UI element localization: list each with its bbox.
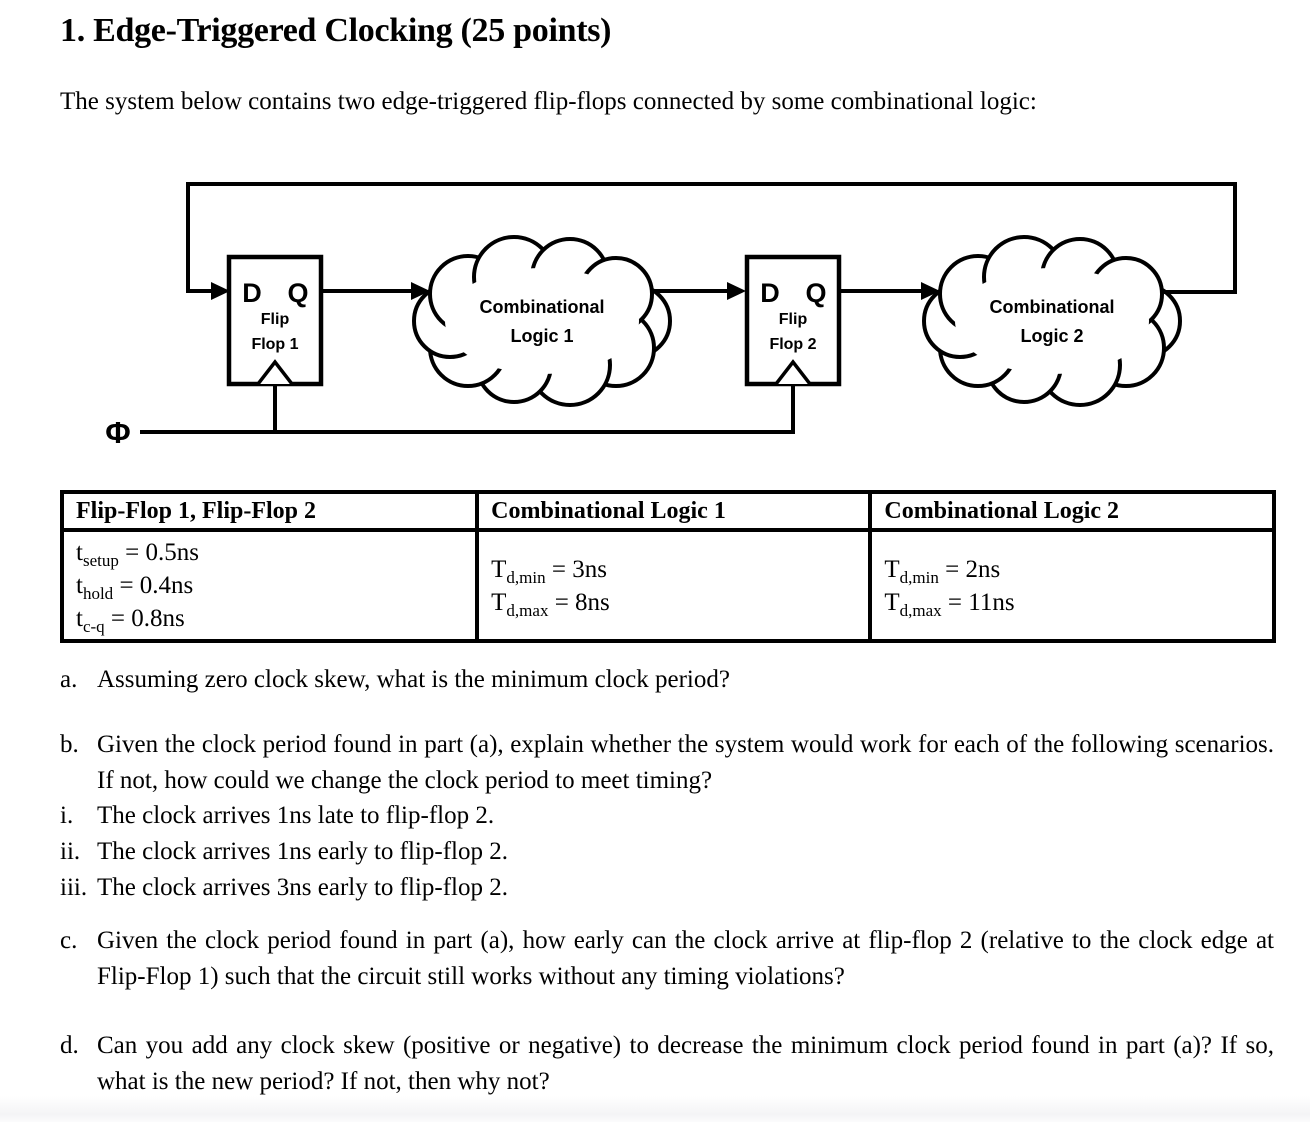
page-title: 1. Edge-Triggered Clocking (25 points) — [60, 12, 612, 49]
cloud1-label-line1: Combinational — [480, 297, 605, 317]
ff1-name-line2: Flop 1 — [251, 336, 298, 353]
logic2-params-cell: Td,min = 2ns Td,max = 11ns — [868, 528, 1276, 643]
cloud1-label-line2: Logic 1 — [510, 326, 573, 346]
timing-table-body-row: tsetup = 0.5ns thold = 0.4ns tc-q = 0.8n… — [59, 528, 1276, 643]
question-a-label: a. — [60, 666, 78, 693]
logic1-td-max-value: Td,max = 8ns — [491, 588, 610, 620]
ff2-name-line2: Flop 2 — [769, 336, 816, 353]
t-c-q-value: tc-q = 0.8ns — [76, 605, 185, 636]
header-flip-flops: Flip-Flop 1, Flip-Flop 2 — [59, 490, 480, 532]
question-b-item-iii: iii. The clock arrives 3ns early to flip… — [60, 870, 1274, 906]
ff1-clock-triangle-icon — [256, 359, 294, 386]
question-c-label: c. — [60, 927, 78, 954]
t-setup-value: tsetup = 0.5ns — [76, 539, 199, 570]
question-d-label: d. — [60, 1032, 79, 1059]
t-hold-value: thold = 0.4ns — [76, 572, 194, 603]
cloud2-label-line1: Combinational — [990, 297, 1115, 317]
header-logic2: Combinational Logic 2 — [868, 490, 1276, 532]
header-logic1: Combinational Logic 1 — [475, 490, 873, 532]
wire-arrowhead-cloud2 — [921, 282, 940, 300]
timing-table-header-row: Flip-Flop 1, Flip-Flop 2 Combinational L… — [59, 490, 1276, 532]
item-i-text: The clock arrives 1ns late to flip-flop … — [97, 802, 495, 829]
question-b-text: Given the clock period found in part (a)… — [97, 731, 1274, 794]
ff1-q-label: Q — [287, 278, 308, 308]
question-d-text: Can you add any clock skew (positive or … — [97, 1032, 1274, 1095]
item-ii-label: ii. — [60, 838, 81, 865]
question-b-label: b. — [60, 731, 79, 758]
ff2-q-label: Q — [805, 278, 826, 308]
clock-wire — [140, 384, 795, 434]
question-c-text: Given the clock period found in part (a)… — [97, 927, 1274, 990]
question-b: b. Given the clock period found in part … — [60, 727, 1274, 799]
wire-arrowhead-ff1-d — [211, 282, 230, 300]
flip-flop-1: D Q Flip Flop 1 — [226, 254, 324, 387]
question-b-item-i: i. The clock arrives 1ns late to flip-fl… — [60, 798, 1274, 834]
flip-flop-2: D Q Flip Flop 2 — [744, 254, 842, 387]
ff2-clock-triangle-icon — [774, 359, 812, 386]
ff2-name-line1: Flip — [779, 311, 808, 328]
combinational-logic-2-cloud: Combinational Logic 2 — [922, 235, 1182, 407]
intro-text: The system below contains two edge-trigg… — [60, 88, 1037, 115]
timing-table: Flip-Flop 1, Flip-Flop 2 Combinational L… — [59, 490, 1276, 643]
item-i-label: i. — [60, 802, 74, 829]
wire-arrowhead-ff2-d — [727, 282, 746, 300]
question-b-item-ii: ii. The clock arrives 1ns early to flip-… — [60, 834, 1274, 870]
logic1-params-cell: Td,min = 3ns Td,max = 8ns — [475, 528, 873, 643]
logic2-td-max-value: Td,max = 11ns — [884, 588, 1015, 620]
question-c: c. Given the clock period found in part … — [60, 923, 1274, 995]
ff1-d-label: D — [242, 278, 262, 308]
feedback-wire — [186, 182, 1237, 294]
question-a: a. Assuming zero clock skew, what is the… — [60, 662, 1274, 698]
logic2-td-min-value: Td,min = 2ns — [884, 555, 1001, 587]
scan-artifact-band — [0, 1096, 1310, 1122]
ff2-d-label: D — [760, 278, 780, 308]
circuit-diagram: Combinational Logic 1 Combinational Logi… — [105, 182, 1237, 450]
item-iii-text: The clock arrives 3ns early to flip-flop… — [97, 874, 508, 901]
question-a-text: Assuming zero clock skew, what is the mi… — [97, 666, 730, 693]
clock-phi-label: Φ — [105, 415, 130, 450]
wire-arrowhead-cloud1 — [411, 282, 430, 300]
item-iii-label: iii. — [60, 874, 88, 901]
combinational-logic-1-cloud: Combinational Logic 1 — [412, 235, 672, 407]
ff-params-cell: tsetup = 0.5ns thold = 0.4ns tc-q = 0.8n… — [59, 528, 480, 643]
logic1-td-min-value: Td,min = 3ns — [491, 555, 607, 587]
ff1-name-line1: Flip — [261, 311, 290, 328]
question-d: d. Can you add any clock skew (positive … — [60, 1028, 1274, 1100]
cloud2-label-line2: Logic 2 — [1020, 326, 1083, 346]
item-ii-text: The clock arrives 1ns early to flip-flop… — [97, 838, 508, 865]
